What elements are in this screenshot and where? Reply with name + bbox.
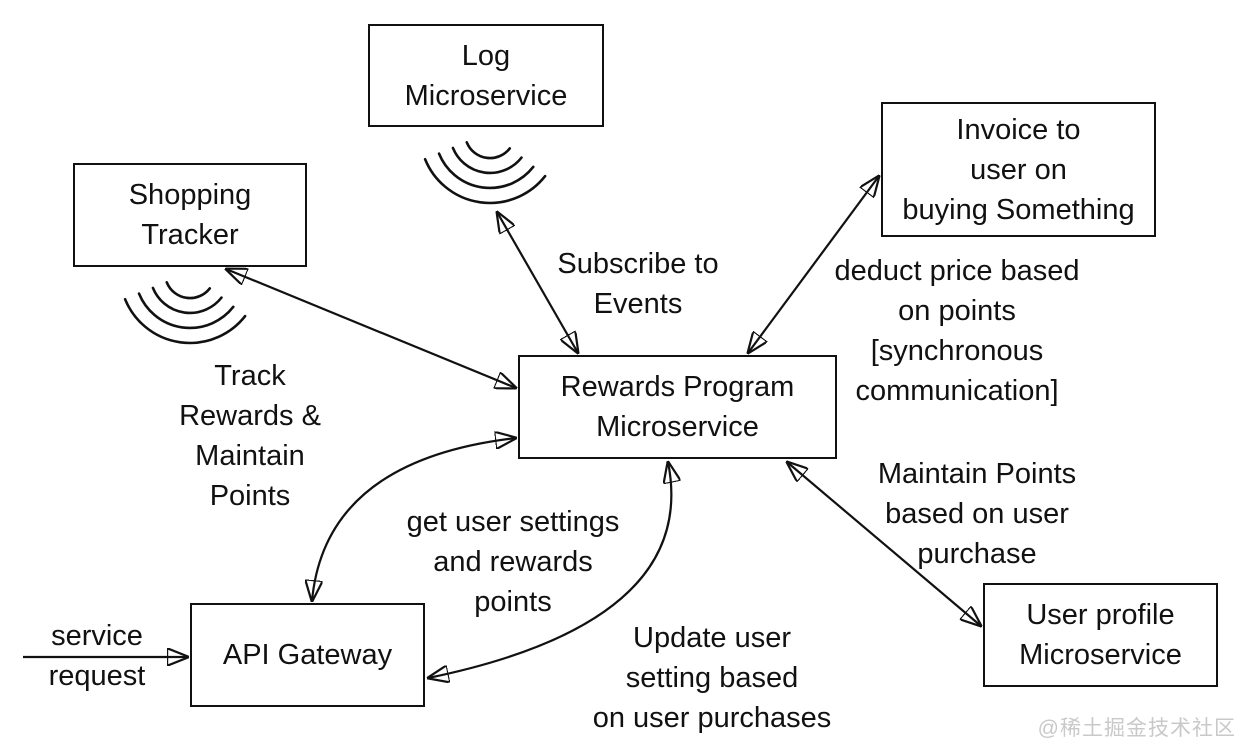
node-user-profile-microservice: User profile Microservice — [983, 583, 1218, 687]
edge-deduct-price — [748, 176, 879, 353]
node-invoice-to-user: Invoice to user on buying Something — [881, 102, 1156, 237]
edge-subscribe-to-events — [497, 212, 578, 353]
node-log-microservice: Log Microservice — [368, 24, 604, 127]
edge-track-rewards — [226, 269, 516, 388]
edge-label-deduct-price: deduct price based on points [synchronou… — [834, 255, 1080, 407]
edge-label-track-rewards: Track Rewards & Maintain Points — [179, 360, 321, 512]
edge-label-maintain-points: Maintain Points based on user purchase — [877, 458, 1077, 570]
broadcast-waves-icon-shopping — [123, 281, 247, 345]
node-rewards-program-microservice: Rewards Program Microservice — [518, 355, 837, 459]
edge-label-service-request: service request — [48, 620, 146, 692]
edge-label-update-user-setting: Update user setting based on user purcha… — [592, 622, 832, 734]
node-shopping-tracker: Shopping Tracker — [73, 163, 307, 267]
edge-label-subscribe-to-events: Subscribe to Events — [557, 248, 719, 320]
edge-update-user-setting — [428, 462, 671, 678]
node-api-gateway: API Gateway — [190, 603, 425, 707]
edge-maintain-points — [787, 462, 981, 626]
edge-label-get-user-settings: get user settings and rewards points — [406, 506, 620, 618]
watermark: @稀土掘金技术社区 — [1037, 717, 1236, 740]
edge-get-user-settings — [312, 438, 516, 601]
broadcast-waves-icon-log — [423, 141, 547, 205]
